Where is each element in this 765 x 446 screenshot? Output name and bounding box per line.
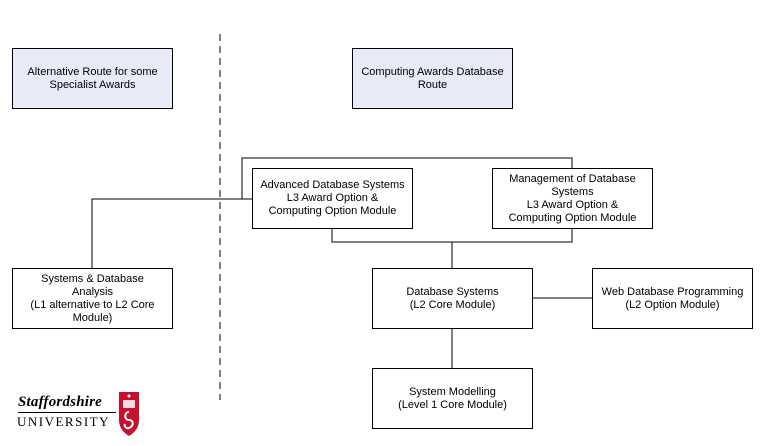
computing-route-header: Computing Awards Database Route: [352, 48, 513, 109]
university-logo: Staffordshire UNIVERSITY: [14, 388, 144, 440]
logo-wordmark-line2: UNIVERSITY: [17, 414, 110, 429]
connector-alt-route: [91, 198, 252, 268]
shield-icon: [119, 392, 139, 436]
systems-database-analysis-node: Systems & Database Analysis (L1 alternat…: [12, 268, 173, 329]
system-modelling-node: System Modelling (Level 1 Core Module): [372, 368, 533, 429]
logo-wordmark-line1: Staffordshire: [18, 394, 103, 410]
logo-divider-rule: [18, 412, 116, 413]
connector-l3-top-bracket: [241, 157, 573, 199]
alternative-route-header: Alternative Route for some Specialist Aw…: [12, 48, 173, 109]
connector-l3-bottom-bracket: [331, 229, 573, 243]
advanced-database-systems-node: Advanced Database Systems L3 Award Optio…: [252, 168, 413, 229]
management-database-systems-node: Management of Database Systems L3 Award …: [492, 168, 653, 229]
database-systems-node: Database Systems (L2 Core Module): [372, 268, 533, 329]
web-database-programming-node: Web Database Programming (L2 Option Modu…: [592, 268, 753, 329]
